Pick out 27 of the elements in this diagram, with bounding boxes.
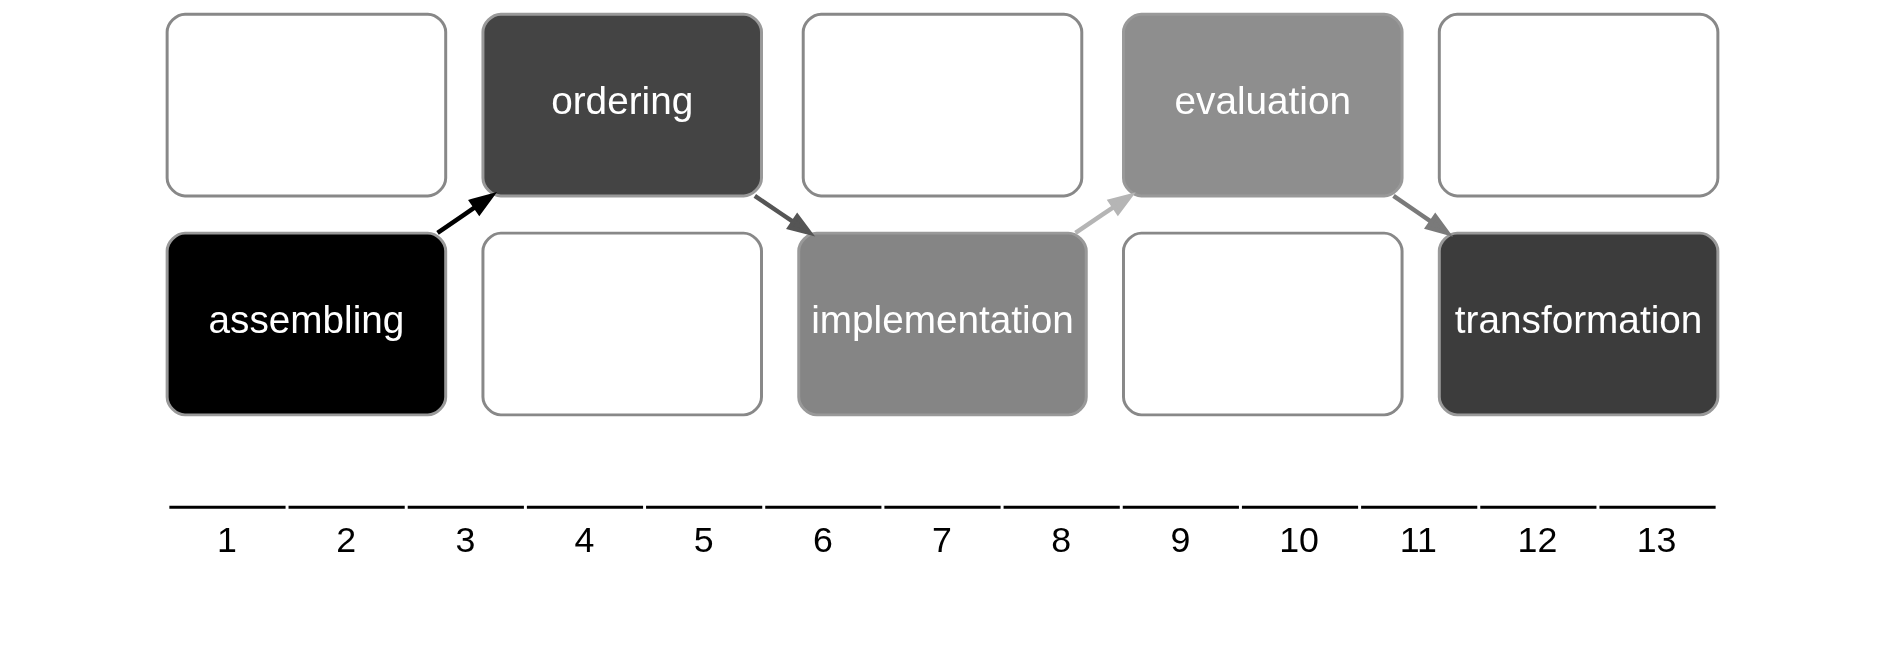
arrow (435, 192, 497, 235)
node-box (1437, 12, 1719, 198)
label: 3 (454, 520, 475, 561)
label: 1 (216, 520, 237, 561)
label: 12 (1517, 520, 1557, 561)
node-box: transformation (1437, 231, 1719, 417)
node-box: evaluation (1121, 12, 1404, 198)
label: 6 (812, 520, 833, 561)
node-box (165, 12, 447, 198)
label: 10 (1278, 520, 1319, 561)
label: 13 (1636, 520, 1676, 561)
label: 2 (335, 520, 356, 561)
label: 9 (1169, 520, 1190, 561)
node-box: assembling (165, 231, 447, 417)
node-box: implementation (796, 231, 1088, 417)
label: 4 (574, 520, 594, 561)
label: 11 (1399, 520, 1437, 561)
node-box (1121, 231, 1404, 417)
label: 5 (693, 520, 714, 561)
node-box (480, 231, 763, 417)
node-box (801, 12, 1083, 198)
arrow (1391, 194, 1453, 237)
label: 8 (1050, 520, 1071, 561)
node-box: ordering (480, 12, 763, 198)
label: 7 (931, 520, 952, 561)
arrow (1073, 192, 1136, 235)
arrow (753, 194, 815, 237)
